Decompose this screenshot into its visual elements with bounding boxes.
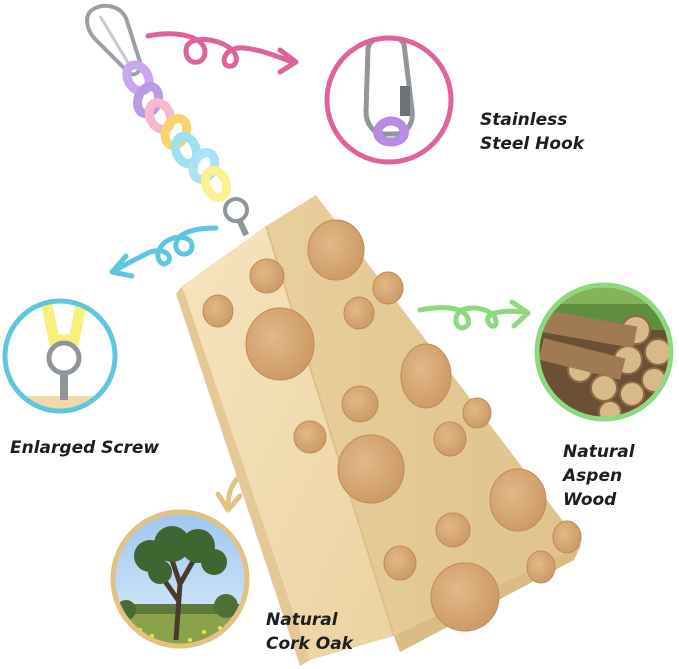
- hook-label-line2: Steel Hook: [480, 134, 585, 154]
- acrylic-chain-icon: [122, 60, 232, 203]
- cork-disc: [430, 562, 500, 632]
- hook-label-line1: Stainless: [480, 110, 568, 130]
- cork-discs: [202, 219, 582, 632]
- cork-disc: [245, 307, 315, 381]
- cork-disc: [202, 294, 234, 328]
- cork-disc: [489, 468, 547, 532]
- aspen-label-line2: Aspen Wood: [563, 466, 623, 510]
- cork-disc: [552, 520, 582, 554]
- aspen-detail-circle: [534, 282, 674, 422]
- aspen-feature-label: Natural Aspen Wood: [563, 440, 679, 512]
- screw-feature-label: Enlarged Screw: [10, 436, 159, 460]
- cork-disc: [435, 512, 471, 548]
- arrow-to-hook-icon: [145, 31, 299, 75]
- cork-disc: [400, 343, 452, 409]
- cork-disc: [343, 296, 375, 330]
- cork-label-line2: Cork Oak: [266, 634, 353, 654]
- eye-screw-icon: [223, 197, 249, 237]
- arrow-to-screw-icon: [109, 225, 219, 279]
- hook-detail-circle: [324, 35, 454, 165]
- cork-detail-circle: [110, 509, 250, 649]
- cork-feature-label: Natural Cork Oak: [266, 608, 353, 656]
- cork-disc: [341, 385, 379, 423]
- cork-disc: [383, 545, 417, 581]
- cork-disc: [526, 550, 556, 584]
- cork-disc: [293, 420, 327, 454]
- screw-label-line1: Enlarged Screw: [10, 438, 160, 458]
- cork-disc: [307, 219, 365, 281]
- cork-disc: [462, 397, 492, 429]
- cork-disc: [337, 434, 405, 504]
- hook-feature-label: Stainless Steel Hook: [480, 108, 584, 156]
- arrow-to-aspen-icon: [417, 299, 531, 331]
- aspen-label-line1: Natural: [563, 442, 635, 462]
- cork-disc: [433, 421, 467, 457]
- cork-disc: [249, 258, 285, 294]
- cork-label-line1: Natural: [266, 610, 338, 630]
- cork-disc: [372, 271, 404, 305]
- carabiner-hook-icon: [85, 3, 143, 77]
- screw-detail-circle: [2, 298, 118, 414]
